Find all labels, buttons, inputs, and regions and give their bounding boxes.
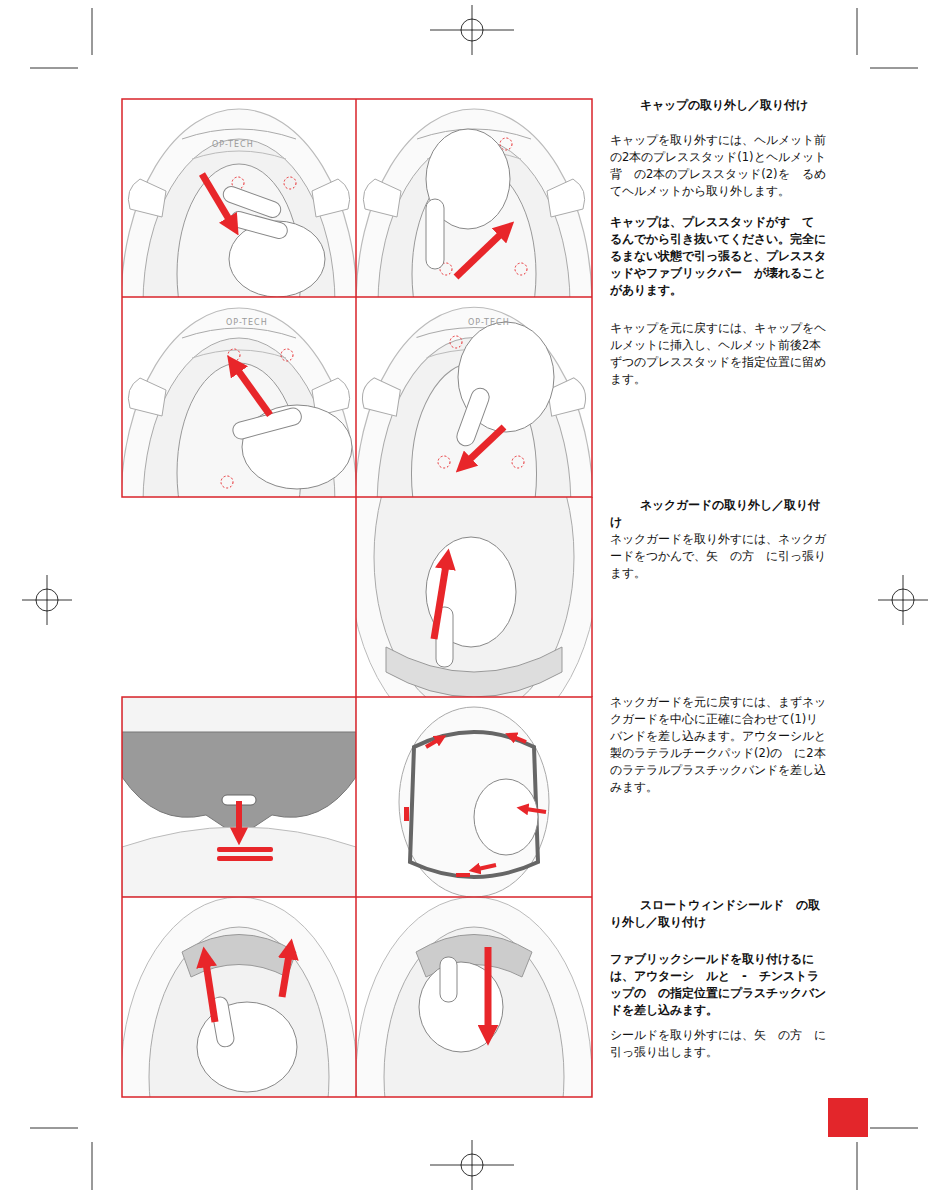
illustration-shape — [237, 369, 270, 415]
illustration-shape — [526, 809, 546, 812]
illustration-shape — [857, 1142, 858, 1190]
illustration-shape — [92, 1142, 93, 1190]
body-text: ネックガードを取り外すには、ネックガードをつかんで、矢 の方 に引っ張ります。 — [610, 531, 830, 582]
illustration-shape — [404, 807, 409, 821]
illustration-shape — [450, 336, 462, 348]
warning-text: ファブリックシールドを取り付けるには、アウターシ ルと - チンストラップの の… — [610, 951, 830, 1019]
illustration-shape — [426, 199, 444, 269]
illustration-shape — [514, 737, 526, 742]
illustration-shape — [122, 99, 592, 497]
illustration-shape — [217, 856, 273, 861]
illustration-shape — [355, 99, 357, 697]
panel-illustration — [121, 897, 357, 1197]
illustration-shape — [121, 308, 357, 698]
section-heading: キャップの取り外し／取り付け — [610, 97, 830, 114]
warning-text: キャップは、プレススタッドがす て るんでから引き抜いてください。完全に るまな… — [610, 214, 830, 299]
illustration-shape — [472, 5, 473, 55]
illustration-shape — [349, 367, 599, 747]
illustration-shape — [206, 963, 215, 1022]
illustration-shape — [236, 801, 242, 831]
illustration-shape — [456, 873, 470, 877]
illustration-shape — [121, 897, 357, 1197]
illustration-shape — [426, 740, 438, 747]
illustration-shape — [217, 847, 273, 852]
body-text: シールドを取り外すには、矢 の方 に引っ張り出します。 — [610, 1027, 830, 1061]
illustration-shape — [30, 68, 78, 69]
panel-frames — [122, 99, 592, 1097]
illustration-shape — [456, 233, 502, 277]
illustration-shape — [30, 1128, 78, 1129]
illustration-shape — [438, 456, 450, 468]
illustration-shape — [454, 386, 491, 449]
body-text: キャップを元に戻すには、キャップをヘルメットに挿入し、ヘルメット前後2本ずつのプ… — [610, 320, 830, 388]
illustration-shape — [903, 575, 904, 625]
illustration-shape — [472, 1140, 473, 1190]
illustration-shape — [229, 210, 289, 240]
illustration-shape — [182, 935, 296, 978]
illustration-shape — [122, 296, 592, 298]
illustration-shape — [374, 397, 574, 717]
brand-mark: OP-TECH — [212, 140, 254, 150]
illustration-shape — [284, 177, 296, 189]
body-text: ネックガードを元に戻すには、まずネックガードを中心に正確に合わせて(1)リ バン… — [610, 694, 830, 796]
illustration-shape — [399, 707, 549, 897]
panel-illustration — [399, 707, 549, 897]
illustration-shape — [468, 427, 504, 461]
illustration-shape — [202, 174, 230, 221]
illustration-shape — [386, 647, 562, 697]
illustration-shape — [870, 68, 918, 69]
illustration-shape — [122, 732, 356, 837]
illustration-shape — [122, 827, 356, 897]
illustration-shape — [440, 957, 457, 1002]
illustration-shape — [356, 897, 592, 1197]
illustration-shape — [474, 779, 538, 855]
illustration-shape — [434, 565, 446, 639]
body-text: キャップを取り外すには、ヘルメット前 の2本のプレススタッド(1)とヘルメット背… — [610, 132, 830, 200]
illustration-shape — [512, 456, 524, 468]
illustration-shape — [857, 8, 858, 55]
illustration-shape — [591, 497, 593, 697]
panel-illustration — [122, 697, 356, 897]
brand-mark: OP-TECH — [468, 318, 510, 328]
panel-illustration — [121, 308, 357, 698]
illustration-shape — [92, 8, 93, 55]
illustration-shape — [384, 927, 564, 1197]
illustration-shape — [500, 138, 512, 150]
illustration-shape — [149, 927, 329, 1197]
illustration-shape — [221, 476, 233, 488]
illustration-shape — [410, 732, 538, 877]
illustration-shape — [281, 349, 293, 361]
panel-illustration — [356, 897, 592, 1197]
illustration-shape — [122, 697, 592, 1097]
section-heading: ネックガードの取り外し／取り付け — [610, 497, 830, 531]
page-tab — [828, 1098, 868, 1137]
illustration-shape — [870, 1128, 918, 1129]
illustration-shape — [485, 947, 492, 1029]
illustration-shape — [122, 896, 592, 898]
illustration-shape — [282, 955, 289, 997]
brand-mark: OP-TECH — [226, 318, 268, 328]
illustration-shape — [122, 697, 356, 737]
illustration-shape — [478, 865, 496, 869]
illustration-shape — [47, 575, 48, 625]
illustration-shape — [515, 263, 527, 275]
illustration-shape — [228, 349, 240, 361]
section-heading: スロートウィンドシールド の取り外し／取り付け — [610, 897, 830, 931]
panel-illustration — [349, 367, 599, 747]
